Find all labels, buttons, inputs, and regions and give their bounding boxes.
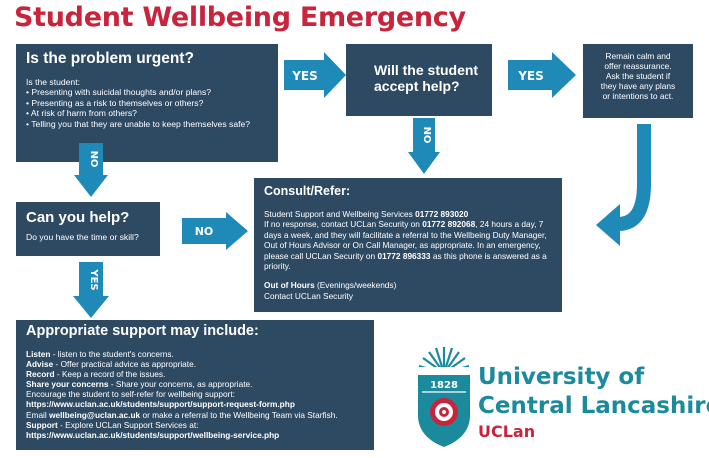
support-encourage: Encourage the student to self-refer for … [26,389,235,400]
support-advise: Advise - Offer practical advice as appro… [26,359,364,369]
arrow-no-urgent-to-canhelp: NO [74,143,108,197]
consult-services-line: Student Support and Wellbeing Services 0… [264,209,552,219]
support-heading: Appropriate support may include: [26,323,259,339]
accept-help-box: Will the student accept help? [346,44,492,116]
arrow-yes-canhelp-to-support: YES [73,262,109,318]
down-arrow-icon [74,143,108,197]
support-term: Support [26,419,58,430]
right-arrow-icon [182,212,248,250]
rose-icon [430,398,458,426]
logo-year: 1828 [430,380,458,391]
support-text: - listen to the student's concerns. [50,349,174,359]
down-arrow-icon [73,262,109,318]
support-term: Share your concerns [26,379,109,390]
logo-central-lancashire: Central Lancashire [478,393,709,419]
urgent-list: • Presenting with suicidal thoughts and/… [26,87,268,129]
consult-heading: Consult/Refer: [264,184,351,198]
remain-calm-box: Remain calm and offer reassurance. Ask t… [583,44,693,118]
list-item: • Telling you that they are unable to ke… [26,118,251,129]
support-text: - Explore UCLan Support Services at: [57,419,199,430]
right-arrow-icon [284,52,346,98]
services-phone: 01772 893020 [415,209,469,219]
support-text: - Keep a record of the issues. [54,369,166,380]
canhelp-sub: Do you have the time or skill? [26,232,139,242]
support-term: Advise [26,359,54,370]
support-text: or make a referral to the Wellbeing Team… [140,409,338,420]
arrow-label: YES [88,268,99,290]
calm-line: they have any plans [600,81,676,91]
logo-uclan: UCLan [478,422,536,441]
consult-text: as this phone is answered as a priority. [264,250,547,272]
arrow-label: YES [291,69,318,83]
consult-text: , 24 hours a day, 7 days a week, and the… [264,219,547,261]
calm-line: or intentions to act. [602,91,674,101]
support-listen: Listen - listen to the student's concern… [26,349,364,359]
arrow-no-canhelp-to-consult: NO [182,212,248,250]
left-arrow-icon [596,204,620,246]
support-record: Record - Keep a record of the issues. [26,369,364,379]
contact-security-line: Contact UCLan Security [264,290,354,301]
arrow-label: NO [421,127,432,144]
support-email-line: Email wellbeing@uclan.ac.uk or make a re… [26,410,364,420]
accept-heading-line-2: accept help? [374,78,460,94]
consult-text: If no response, contact UCLan Security o… [264,219,423,230]
urgent-question-box: Is the problem urgent? Is the student: •… [16,44,278,162]
arrow-label: YES [517,69,544,83]
support-request-url[interactable]: https://www.uclan.ac.uk/students/support… [26,399,295,410]
arrow-calm-to-consult [596,124,651,246]
consult-text: (Evenings/weekends) [314,280,397,291]
arrow-yes-accept-to-calm: YES [508,52,576,98]
arrow-yes-urgent-to-accept: YES [284,52,346,98]
can-you-help-box: Can you help? Do you have the time or sk… [16,202,160,256]
consult-text: Student Support and Wellbeing Services [264,209,416,219]
support-term: Record [26,369,55,380]
arrow-label: NO [195,225,214,238]
urgent-intro: Is the student: [26,77,80,87]
wellbeing-service-url[interactable]: https://www.uclan.ac.uk/students/support… [26,429,280,440]
wellbeing-service-link[interactable]: https://www.uclan.ac.uk/students/support… [26,430,364,440]
support-text: - Share your concerns, as appropriate. [108,379,253,390]
arrow-no-accept-to-consult: NO [408,118,440,174]
support-explore: Support - Explore UCLan Support Services… [26,420,364,430]
list-item: • Presenting with suicidal thoughts and/… [26,87,212,98]
list-item: • Presenting as a risk to themselves or … [26,97,204,108]
right-arrow-icon [508,52,576,98]
support-text: Email [26,409,50,420]
uclan-logo: 1828 [417,347,471,447]
out-of-hours-label: Out of Hours [264,280,315,291]
consult-refer-box: Consult/Refer: Student Support and Wellb… [254,178,562,312]
calm-line: Ask the student if [605,71,671,81]
support-term: Listen [26,349,51,359]
security-phone: 01772 892068 [422,219,476,230]
calm-line: Remain calm and [605,51,671,61]
logo-university-of: University of [478,364,645,390]
wellbeing-email-link[interactable]: wellbeing@uclan.ac.uk [49,409,141,420]
urgent-heading: Is the problem urgent? [26,50,194,67]
accept-heading-line-1: Will the student [374,62,479,78]
support-share: Share your concerns - Share your concern… [26,379,364,389]
arrow-label: NO [88,151,99,168]
support-text: - Offer practical advice as appropriate. [53,359,197,370]
canhelp-heading: Can you help? [26,209,130,226]
appropriate-support-box: Appropriate support may include: Listen … [16,320,374,450]
page-title: Student Wellbeing Emergency [14,2,466,33]
sunburst-icon [417,347,471,375]
out-of-hours-line: Out of Hours (Evenings/weekends) [264,280,552,290]
list-item: • At risk of harm from others? [26,108,137,119]
down-arrow-icon [408,118,440,174]
emergency-phone: 01772 896333 [377,250,431,261]
calm-line: offer reassurance. [604,61,672,71]
support-request-link[interactable]: https://www.uclan.ac.uk/students/support… [26,399,364,409]
consult-security-para: If no response, contact UCLan Security o… [264,219,552,271]
